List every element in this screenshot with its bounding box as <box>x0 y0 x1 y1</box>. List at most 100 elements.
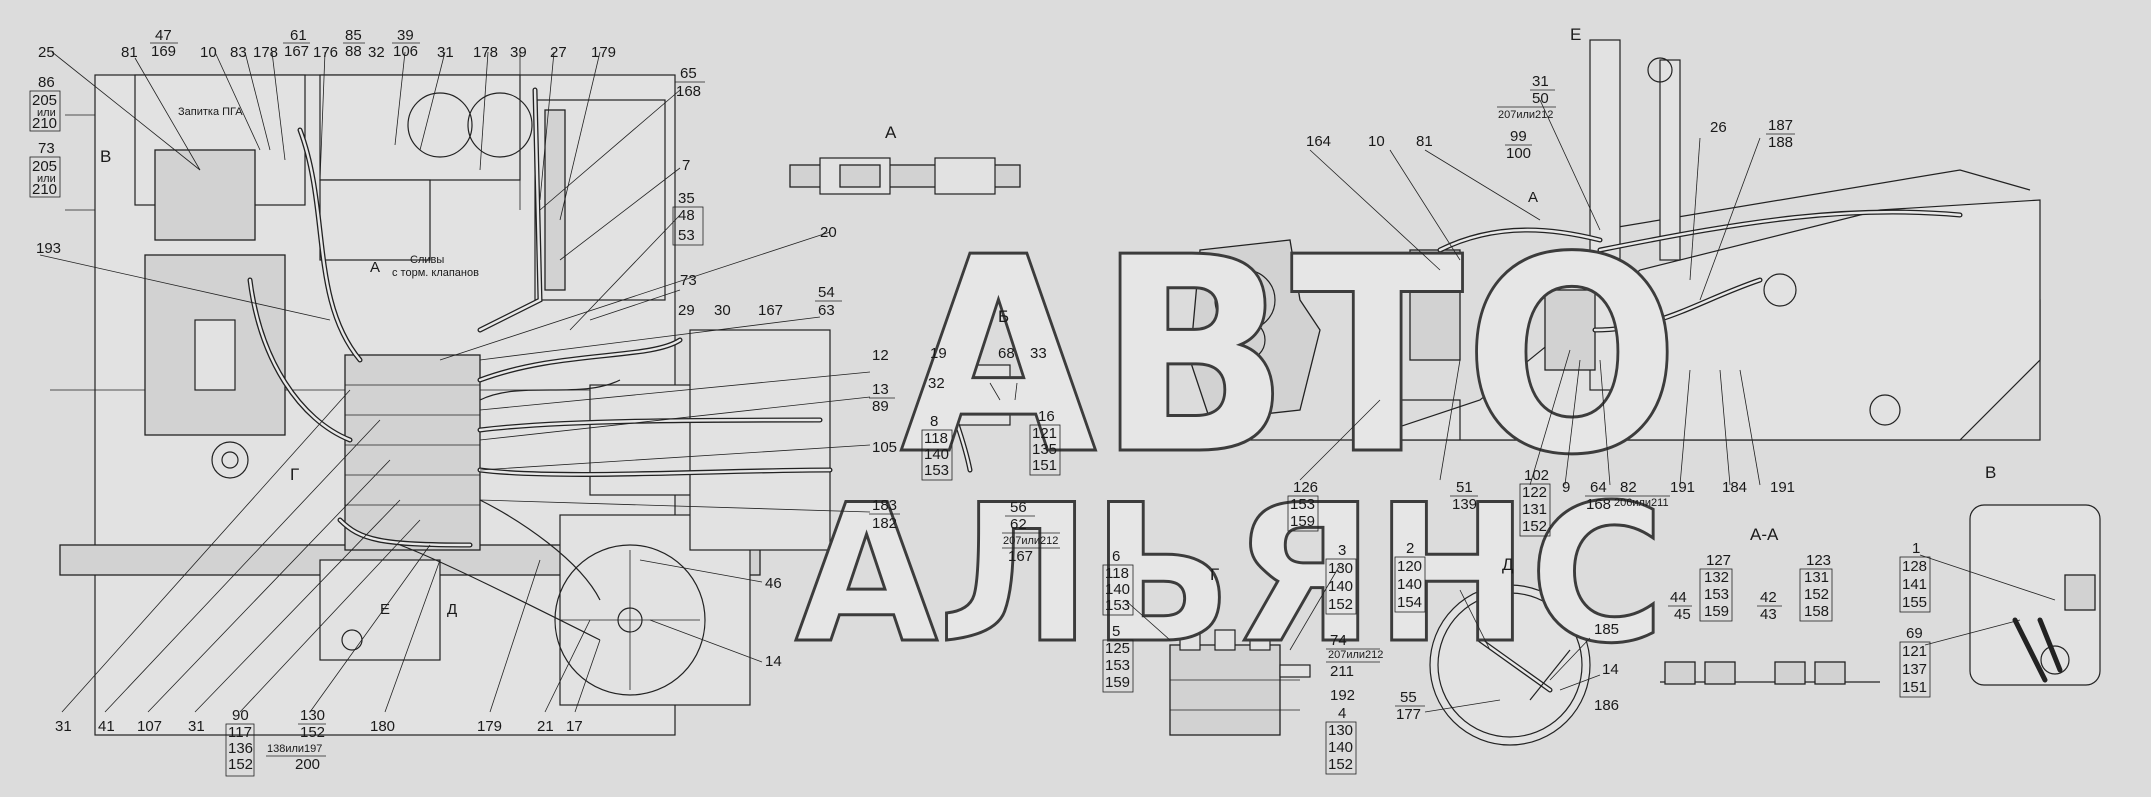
view-g-valve-block <box>1169 629 1311 736</box>
callout-12: 12 <box>872 347 889 364</box>
callout-168: 168 <box>676 83 701 100</box>
valve-bank <box>344 354 481 551</box>
callout-210: 210 <box>32 115 57 132</box>
callout-31: 31 <box>437 44 454 61</box>
callout-83: 83 <box>230 44 247 61</box>
callout-r-168: 168 <box>1586 496 1611 513</box>
callout-r-187: 187 <box>1768 117 1793 134</box>
callout-105: 105 <box>872 439 897 456</box>
view-d-bottom-label: Д <box>447 601 457 618</box>
callout-159: 159 <box>1105 674 1130 691</box>
callout-r-184: 184 <box>1722 479 1747 496</box>
callout-86: 86 <box>38 74 55 91</box>
fan <box>554 544 706 696</box>
view-a-right-label: А <box>1528 189 1538 206</box>
callout-35: 35 <box>678 190 695 207</box>
callout-25: 25 <box>38 44 55 61</box>
callout-r-102: 102 <box>1524 467 1549 484</box>
callout-r-50: 50 <box>1532 90 1549 107</box>
callout-180: 180 <box>370 718 395 735</box>
callout-17: 17 <box>566 718 583 735</box>
view-b-assembly <box>949 364 1031 473</box>
callout-89: 89 <box>872 398 889 415</box>
left-main-view <box>50 74 833 736</box>
callout-31-b: 31 <box>55 718 72 735</box>
view-a-left-label: А <box>370 259 380 276</box>
callout-54: 54 <box>818 284 835 301</box>
callout-182: 182 <box>872 515 897 532</box>
callout-r-69: 69 <box>1906 625 1923 642</box>
callout-81: 81 <box>121 44 138 61</box>
callout-r-153-b: 153 <box>1704 586 1729 603</box>
callout-48: 48 <box>678 207 695 224</box>
callout-136: 136 <box>228 740 253 757</box>
callout-152-d: 152 <box>1328 756 1353 773</box>
callout-r-14: 14 <box>1602 661 1619 678</box>
callout-152-b: 152 <box>300 724 325 741</box>
callout-r-64: 64 <box>1590 479 1607 496</box>
callout-r-159: 159 <box>1290 513 1315 530</box>
callout-r-207-212: 207или212 <box>1498 109 1553 121</box>
callout-r-120: 120 <box>1397 558 1422 575</box>
callout-7: 7 <box>682 157 690 174</box>
callout-211: 211 <box>1330 663 1354 680</box>
note-pga: Запитка ПГА <box>178 106 243 118</box>
callout-30: 30 <box>714 302 731 319</box>
callout-179: 179 <box>591 44 616 61</box>
callout-153-b: 153 <box>1105 597 1130 614</box>
callout-56: 56 <box>1010 499 1027 516</box>
callout-r-164: 164 <box>1306 133 1331 150</box>
callout-or-1: или <box>37 107 56 119</box>
callout-169: 169 <box>151 43 176 60</box>
callout-r-131-b: 131 <box>1804 569 1829 586</box>
callout-r-26: 26 <box>1710 119 1727 136</box>
callout-118: 118 <box>924 430 948 447</box>
view-g-title: Г <box>1210 565 1219 584</box>
callout-20: 20 <box>820 224 837 241</box>
callout-r-42: 42 <box>1760 589 1777 606</box>
callout-r-99: 99 <box>1510 128 1527 145</box>
callout-62: 62 <box>1010 516 1027 533</box>
callout-r-123: 123 <box>1806 552 1831 569</box>
callouts-right: 31 50 207или212 99 100 164 10 81 26 187 … <box>1287 73 1931 723</box>
callout-167: 167 <box>284 43 309 60</box>
callout-118-b: 118 <box>1105 565 1129 582</box>
callout-r-131: 131 <box>1522 501 1547 518</box>
callout-140-d: 140 <box>1328 739 1353 756</box>
callout-r-128: 128 <box>1902 558 1927 575</box>
callout-179-b: 179 <box>477 718 502 735</box>
view-g-left-arrow-label: Г <box>290 465 299 484</box>
callout-r-191-b: 191 <box>1770 479 1795 496</box>
view-titles: А Б Г Д Е А-А В В Г Е А Д А Запитка ПГА … <box>100 25 1996 618</box>
callout-r-51: 51 <box>1456 479 1473 496</box>
callout-151: 151 <box>1032 457 1057 474</box>
right-main-view <box>1180 39 2041 441</box>
callout-46: 46 <box>765 575 782 592</box>
callout-r-188: 188 <box>1768 134 1793 151</box>
view-b-title: Б <box>998 307 1009 326</box>
view-d-title: Д <box>1502 555 1514 574</box>
callout-r-81: 81 <box>1416 133 1433 150</box>
callout-140-c: 140 <box>1328 578 1353 595</box>
callout-200: 200 <box>295 756 320 773</box>
callout-r-185: 185 <box>1594 621 1619 638</box>
callout-61: 61 <box>290 27 307 44</box>
callout-152-c: 152 <box>1328 596 1353 613</box>
callout-121: 121 <box>1032 425 1057 442</box>
callout-8: 8 <box>930 413 938 430</box>
callout-r-100: 100 <box>1506 145 1531 162</box>
callout-r-177: 177 <box>1396 706 1421 723</box>
callout-106: 106 <box>393 43 418 60</box>
callout-205-b: 205 <box>32 158 57 175</box>
callout-r-44: 44 <box>1670 589 1687 606</box>
view-v-clamp <box>1969 504 2101 686</box>
callout-140: 140 <box>924 446 949 463</box>
callout-r-151: 151 <box>1902 679 1927 696</box>
callout-r-152-b: 152 <box>1804 586 1829 603</box>
callout-125: 125 <box>1105 640 1130 657</box>
callout-21: 21 <box>537 718 554 735</box>
callout-r-122: 122 <box>1522 484 1547 501</box>
callout-r-127: 127 <box>1706 552 1731 569</box>
callout-or-2: или <box>37 173 56 185</box>
callout-r-154: 154 <box>1397 594 1422 611</box>
